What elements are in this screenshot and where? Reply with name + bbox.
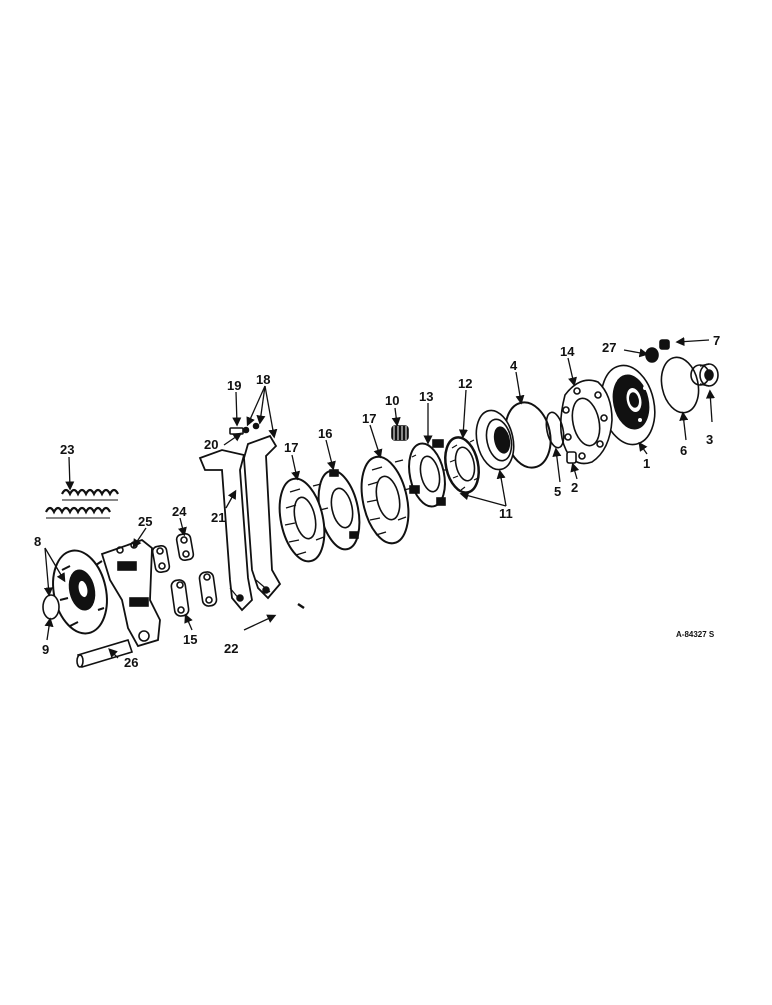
callout-4: 4 — [510, 358, 518, 373]
callout-10: 10 — [385, 393, 399, 408]
part-7-fitting — [659, 339, 670, 350]
callout-20: 20 — [204, 437, 218, 452]
callout-11: 11 — [499, 506, 513, 521]
part-25-bracket — [100, 538, 161, 648]
callout-26: 26 — [124, 655, 138, 670]
callout-7: 7 — [713, 333, 720, 348]
part-9-plug — [42, 594, 60, 620]
callout-16: 16 — [318, 426, 332, 441]
part-15-link-plates — [170, 571, 218, 617]
callout-17-left: 17 — [284, 440, 298, 455]
part-3-bearing — [690, 363, 719, 387]
callout-8: 8 — [34, 534, 41, 549]
part-17-friction-disc-left — [278, 477, 329, 563]
callout-21: 21 — [211, 510, 225, 525]
callout-6: 6 — [680, 443, 687, 458]
callout-1: 1 — [643, 456, 650, 471]
callout-22: 22 — [224, 641, 238, 656]
callout-15: 15 — [183, 632, 197, 647]
callout-27: 27 — [602, 340, 616, 355]
leader-lines — [43, 337, 715, 659]
callout-labels: 7 27 3 6 1 2 5 14 4 12 11 13 10 17 16 17… — [34, 333, 720, 670]
part-17-friction-disc-right — [360, 455, 413, 545]
part-23-springs — [45, 488, 119, 519]
callout-5: 5 — [554, 484, 561, 499]
part-19-pin — [229, 427, 244, 435]
part-27-nut — [645, 347, 659, 363]
part-12-disc — [444, 436, 480, 494]
callout-9: 9 — [42, 642, 49, 657]
callout-12: 12 — [458, 376, 472, 391]
part-13-plate — [408, 439, 448, 508]
callout-23: 23 — [60, 442, 74, 457]
part-11-piston — [475, 409, 515, 471]
callout-19: 19 — [227, 378, 241, 393]
drawing-code: A-84327 S — [676, 630, 715, 639]
part-21-levers — [198, 434, 282, 612]
part-24-links — [151, 532, 195, 574]
part-8-hub — [52, 549, 108, 635]
callout-2: 2 — [571, 480, 578, 495]
callout-17-right: 17 — [362, 411, 376, 426]
part-18-clips — [242, 422, 260, 434]
part-26-shaft — [76, 639, 134, 668]
callout-25: 25 — [138, 514, 152, 529]
part-22-fasteners — [297, 602, 305, 610]
callout-24: 24 — [172, 504, 187, 519]
callout-3: 3 — [706, 432, 713, 447]
callout-18: 18 — [256, 372, 270, 387]
part-14-gasket — [559, 379, 613, 465]
callout-14: 14 — [560, 344, 575, 359]
part-10-spring — [391, 425, 409, 441]
callout-13: 13 — [419, 389, 433, 404]
part-2-pin — [566, 451, 577, 464]
